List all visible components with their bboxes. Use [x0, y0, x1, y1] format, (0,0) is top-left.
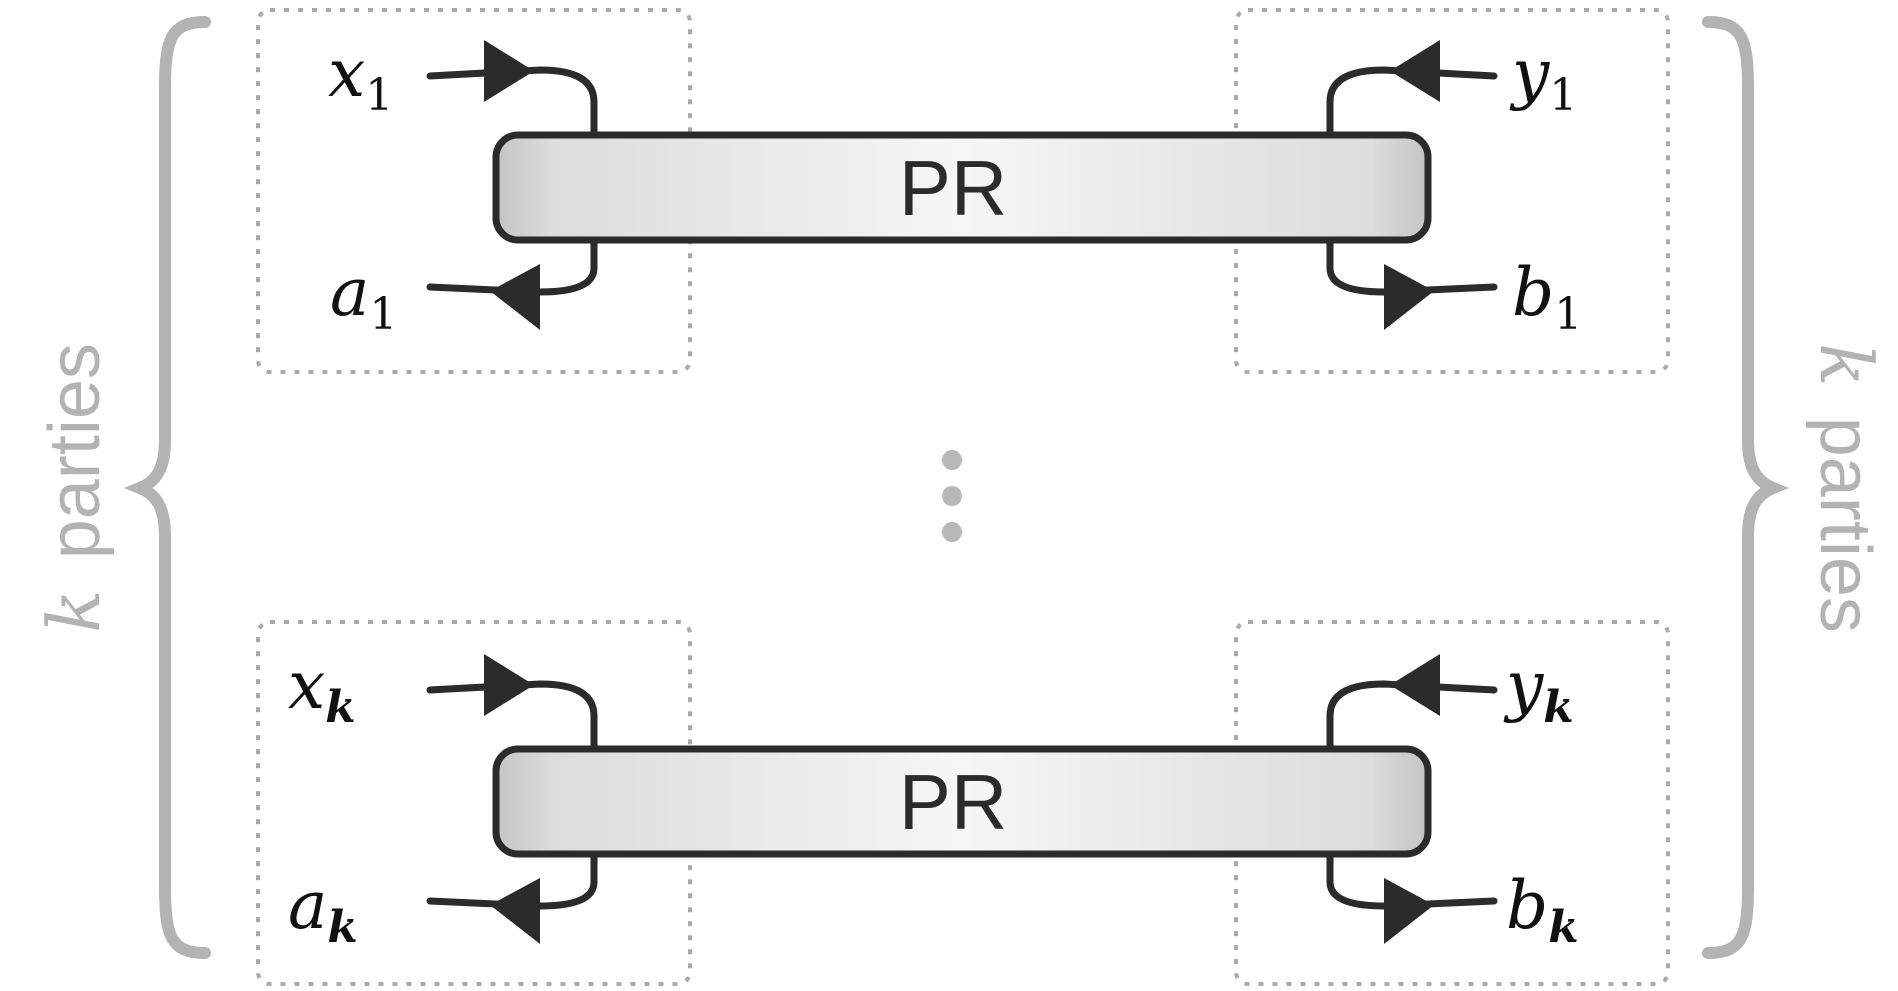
left-side-k: k — [32, 589, 116, 633]
label-b1: b1 — [1512, 254, 1582, 340]
label-ak: ak — [288, 867, 358, 953]
wire-y1 — [1326, 66, 1498, 139]
arrow-x1 — [484, 40, 534, 102]
label-yk: yk — [1503, 647, 1574, 733]
arrow-xk — [484, 654, 534, 716]
left-side-text: parties — [35, 343, 115, 559]
right-brace — [1702, 16, 1790, 959]
wire-xk — [426, 680, 598, 753]
right-side-label: k parties — [1804, 343, 1888, 633]
wire-b1 — [1326, 236, 1498, 296]
right-side-text: parties — [1805, 417, 1885, 633]
label-bk: bk — [1506, 867, 1579, 953]
pr-box-top — [492, 131, 1432, 244]
arrow-ak — [490, 878, 540, 944]
svg-text:kparties: k parties — [32, 343, 116, 633]
wire-ak — [426, 850, 598, 910]
arrow-y1 — [1390, 40, 1440, 102]
pr-box-top-label: PR — [899, 144, 1007, 232]
label-x1: x1 — [328, 35, 393, 121]
pr-box-bottom — [492, 745, 1432, 858]
label-xk: xk — [288, 647, 356, 733]
right-side-k: k — [1804, 343, 1888, 387]
wire-x1 — [426, 66, 598, 139]
arrow-a1 — [490, 264, 540, 330]
pr-box-bottom-label: PR — [899, 758, 1007, 846]
svg-text:kparties: k parties — [1804, 343, 1888, 633]
arrow-b1 — [1384, 264, 1434, 330]
label-a1: a1 — [330, 254, 397, 340]
pr-row-top: PR x1 a1 y1 b1 — [328, 35, 1582, 340]
arrow-yk — [1390, 654, 1440, 716]
wire-a1 — [426, 236, 598, 296]
ellipsis — [942, 450, 962, 542]
arrow-bk — [1384, 878, 1434, 944]
wire-yk — [1326, 680, 1498, 753]
pr-row-bottom: PR xk ak yk bk — [288, 647, 1579, 953]
label-y1: y1 — [1509, 35, 1577, 121]
left-brace — [123, 16, 211, 959]
left-side-label: k parties — [32, 343, 116, 633]
wire-bk — [1326, 850, 1498, 910]
